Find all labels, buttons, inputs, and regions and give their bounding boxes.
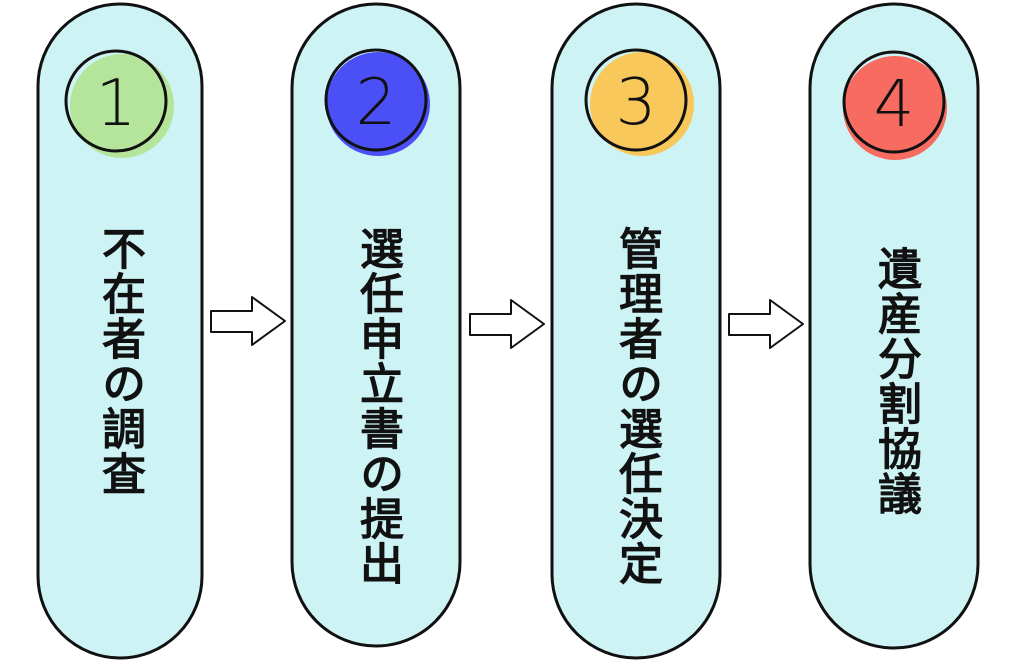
- step-4-circle-outline: [842, 50, 946, 154]
- step-4-label: 遺産分割協議: [870, 246, 921, 516]
- step-2-color-blob: [326, 52, 430, 156]
- arrow-right-icon: [469, 299, 545, 349]
- step-4-color-blob: [843, 56, 947, 160]
- step-3-color-blob: [590, 52, 694, 156]
- step-3-circle-outline: [584, 48, 688, 152]
- step-2-pill: 2: [290, 2, 462, 648]
- step-4-pill: 4: [808, 2, 980, 650]
- step-1-circle-outline: [64, 49, 168, 153]
- step-2-circle-outline: [324, 48, 428, 152]
- arrow-right-icon: [728, 299, 804, 349]
- step-4-number: 4: [874, 68, 915, 142]
- step-3-pill: 3: [550, 2, 722, 660]
- arrow-right-icon: [210, 296, 286, 346]
- step-1-label: 不在者の調査: [94, 226, 145, 496]
- step-1-color-blob: [70, 54, 174, 158]
- step-1-pill: 1: [36, 2, 204, 660]
- step-2-number: 2: [356, 66, 397, 140]
- step-3-number: 3: [616, 66, 657, 140]
- step-3-label: 管理者の選任決定: [611, 226, 662, 586]
- step-1-number: 1: [96, 67, 137, 141]
- step-2-label: 選任申立書の提出: [352, 226, 403, 586]
